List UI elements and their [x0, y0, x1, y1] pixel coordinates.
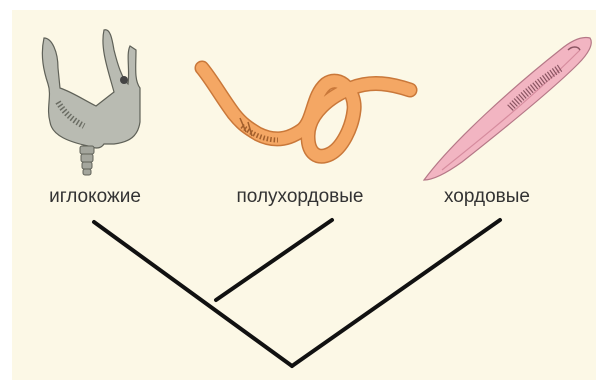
taxon-label-hemichordates: полухордовые: [237, 186, 364, 208]
lancelet-icon: [424, 38, 591, 181]
branch-echinoderms: [94, 222, 292, 366]
taxon-label-chordates: хордовые: [444, 186, 530, 208]
branch-hemichordates: [216, 220, 332, 300]
branch-chordates: [292, 220, 500, 366]
cladogram: [94, 220, 500, 366]
taxon-label-echinoderms: иглокожие: [49, 186, 141, 208]
sea-lily-icon: [42, 30, 140, 175]
acorn-worm-icon: [202, 68, 410, 156]
diagram-panel: иглокожие полухордовые хордовые: [12, 10, 596, 380]
